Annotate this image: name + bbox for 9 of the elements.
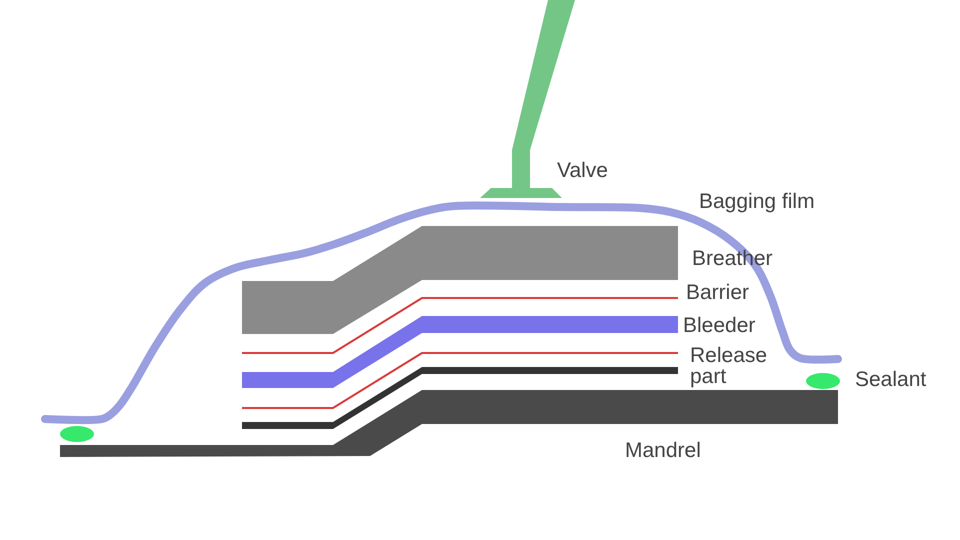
bagging-film-label: Bagging film	[699, 191, 815, 212]
sealant-label: Sealant	[855, 369, 926, 390]
valve-label: Valve	[557, 160, 608, 181]
mandrel-label: Mandrel	[625, 440, 701, 461]
release-label: Release	[690, 345, 768, 366]
part-label: part	[690, 366, 726, 387]
breather-label: Breather	[692, 248, 773, 269]
barrier-label: Barrier	[686, 282, 750, 303]
bleeder-label: Bleeder	[683, 315, 756, 336]
